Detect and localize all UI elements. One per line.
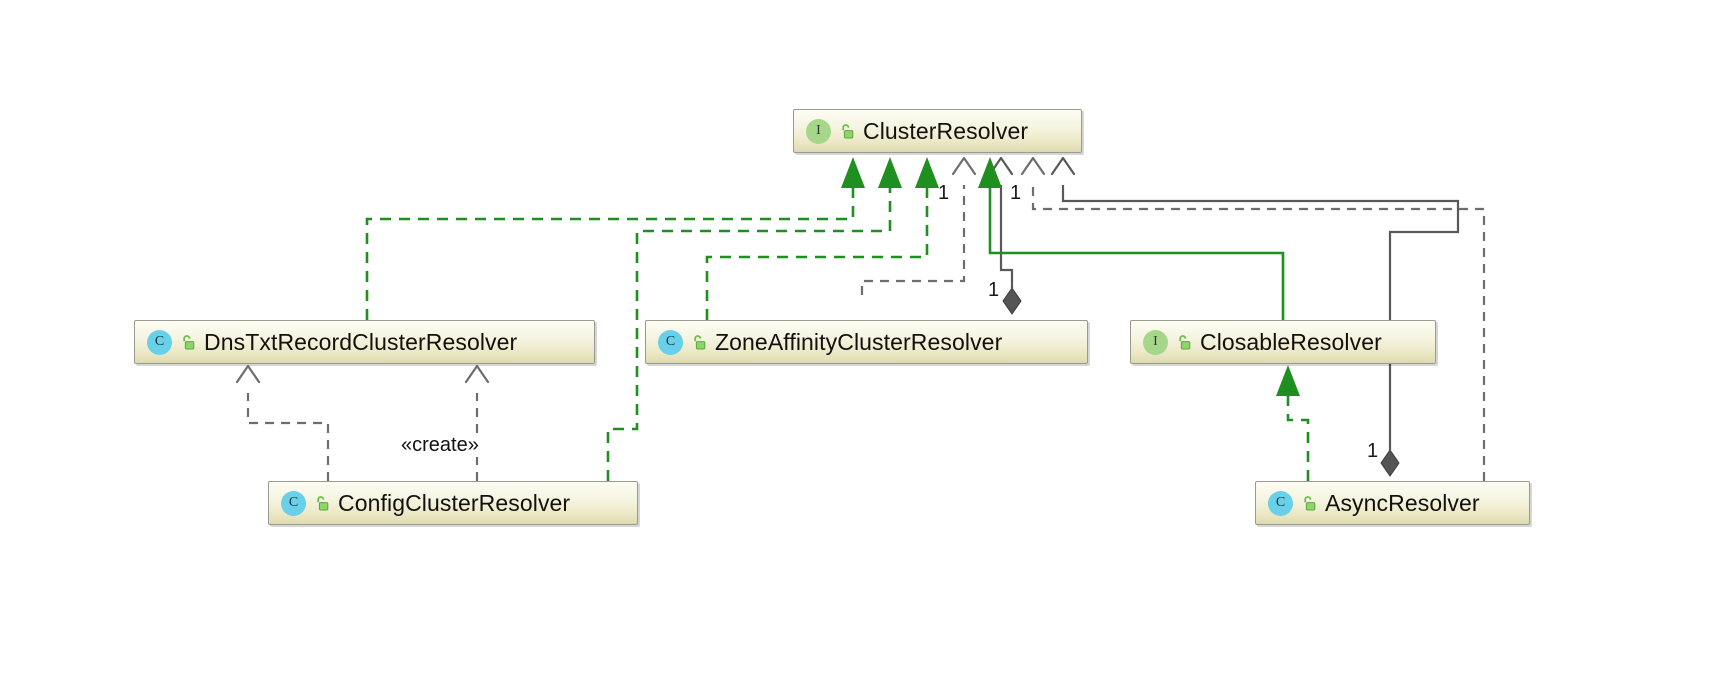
edge-realization-closableresolver-to-clusterresolver bbox=[978, 157, 1285, 320]
class-node-zone-affinity-cluster-resolver[interactable]: C ZoneAffinityClusterResolver bbox=[645, 320, 1088, 364]
class-node-label: DnsTxtRecordClusterResolver bbox=[204, 328, 518, 355]
unlock-icon bbox=[692, 334, 706, 351]
unlock-icon bbox=[1177, 334, 1191, 351]
edge-realization-asyncresolver-to-closableresolver bbox=[1276, 365, 1310, 481]
unlock-icon bbox=[315, 495, 329, 512]
multiplicity-label-asyncresolver-diamond: 1 bbox=[1367, 440, 1379, 462]
unlock-icon bbox=[181, 334, 195, 351]
class-badge-icon: C bbox=[658, 329, 683, 355]
edge-dependency-configcluster-to-dnstxt-left bbox=[235, 364, 330, 481]
class-node-label: ConfigClusterResolver bbox=[338, 489, 571, 516]
multiplicity-label-asyncresolver-top: 1 bbox=[1010, 182, 1022, 204]
interface-badge-icon: I bbox=[806, 118, 831, 144]
class-node-async-resolver[interactable]: C AsyncResolver bbox=[1255, 481, 1530, 525]
class-badge-icon: C bbox=[281, 490, 306, 516]
class-node-dns-txt-record-cluster-resolver[interactable]: C DnsTxtRecordClusterResolver bbox=[134, 320, 595, 364]
class-badge-icon: C bbox=[147, 329, 172, 355]
unlock-icon bbox=[1302, 495, 1316, 512]
edge-composition-asyncresolver-to-clusterresolver bbox=[1050, 156, 1460, 477]
create-stereotype-label: «create» bbox=[398, 434, 482, 457]
edge-realization-dnstxt-to-clusterresolver bbox=[365, 157, 865, 320]
class-node-label: ClosableResolver bbox=[1200, 328, 1382, 355]
edge-dependency-configcluster-to-dnstxt-create bbox=[464, 364, 490, 481]
edge-dependency-zoneaffinity-to-clusterresolver bbox=[860, 156, 977, 295]
class-node-config-cluster-resolver[interactable]: C ConfigClusterResolver bbox=[268, 481, 638, 525]
multiplicity-label-zoneaffinity-top: 1 bbox=[938, 182, 950, 204]
class-node-label: AsyncResolver bbox=[1325, 489, 1480, 516]
class-badge-icon: C bbox=[1268, 490, 1293, 516]
multiplicity-label-zoneaffinity-diamond: 1 bbox=[988, 279, 1000, 301]
class-node-cluster-resolver[interactable]: I ClusterResolver bbox=[793, 109, 1082, 153]
edge-realization-zoneaffinity-to-clusterresolver bbox=[705, 157, 939, 320]
class-node-label: ZoneAffinityClusterResolver bbox=[715, 328, 1003, 355]
class-node-closable-resolver[interactable]: I ClosableResolver bbox=[1130, 320, 1436, 364]
unlock-icon bbox=[840, 123, 854, 140]
edge-realization-configcluster-to-clusterresolver bbox=[606, 157, 902, 481]
interface-badge-icon: I bbox=[1143, 329, 1168, 355]
class-node-label: ClusterResolver bbox=[863, 117, 1029, 144]
